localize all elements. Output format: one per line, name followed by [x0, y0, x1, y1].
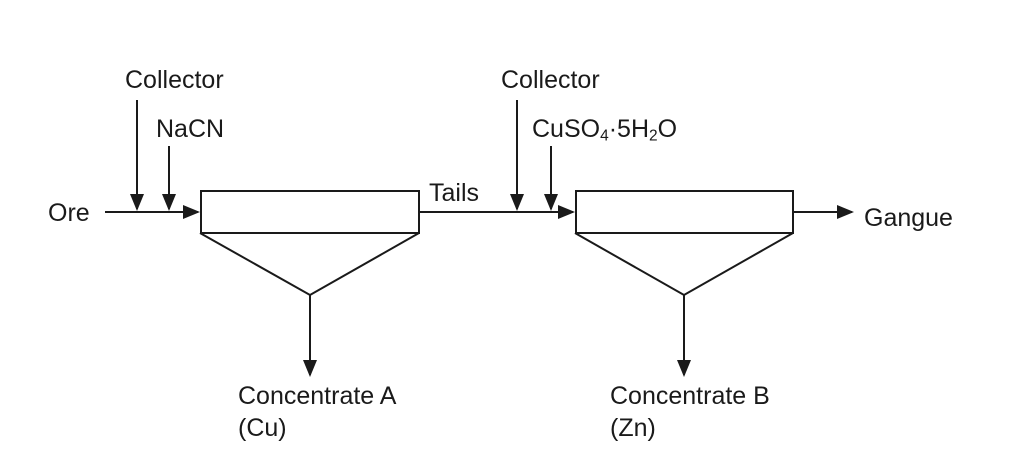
concentrate-a-line1: Concentrate A — [238, 382, 397, 410]
cuso4-label: CuSO4·5H2O — [532, 114, 677, 144]
tails-label: Tails — [429, 179, 480, 207]
concentrate-b-line2: (Zn) — [610, 414, 656, 442]
flotation-cell-1-funnel — [199, 232, 420, 297]
collector-2-label: Collector — [501, 66, 600, 94]
collector-1-label: Collector — [125, 66, 224, 94]
formula-part: ·5H — [608, 115, 650, 143]
concentrate-a-label: Concentrate A (Cu) — [238, 380, 396, 444]
flotation-cell-1-box — [200, 190, 420, 234]
concentrate-a-line2: (Cu) — [238, 414, 287, 442]
formula-part: CuSO — [532, 115, 601, 143]
ore-label: Ore — [48, 199, 90, 227]
formula-subscript: 4 — [600, 127, 609, 145]
formula-part: O — [657, 115, 678, 143]
formula-subscript: 2 — [649, 127, 658, 145]
concentrate-b-line1: Concentrate B — [610, 382, 770, 410]
flotation-cell-2-box — [575, 190, 794, 234]
gangue-label: Gangue — [864, 204, 953, 232]
concentrate-b-label: Concentrate B (Zn) — [610, 380, 770, 444]
nacn-label: NaCN — [156, 115, 225, 143]
flotation-cell-2-funnel — [574, 232, 794, 297]
